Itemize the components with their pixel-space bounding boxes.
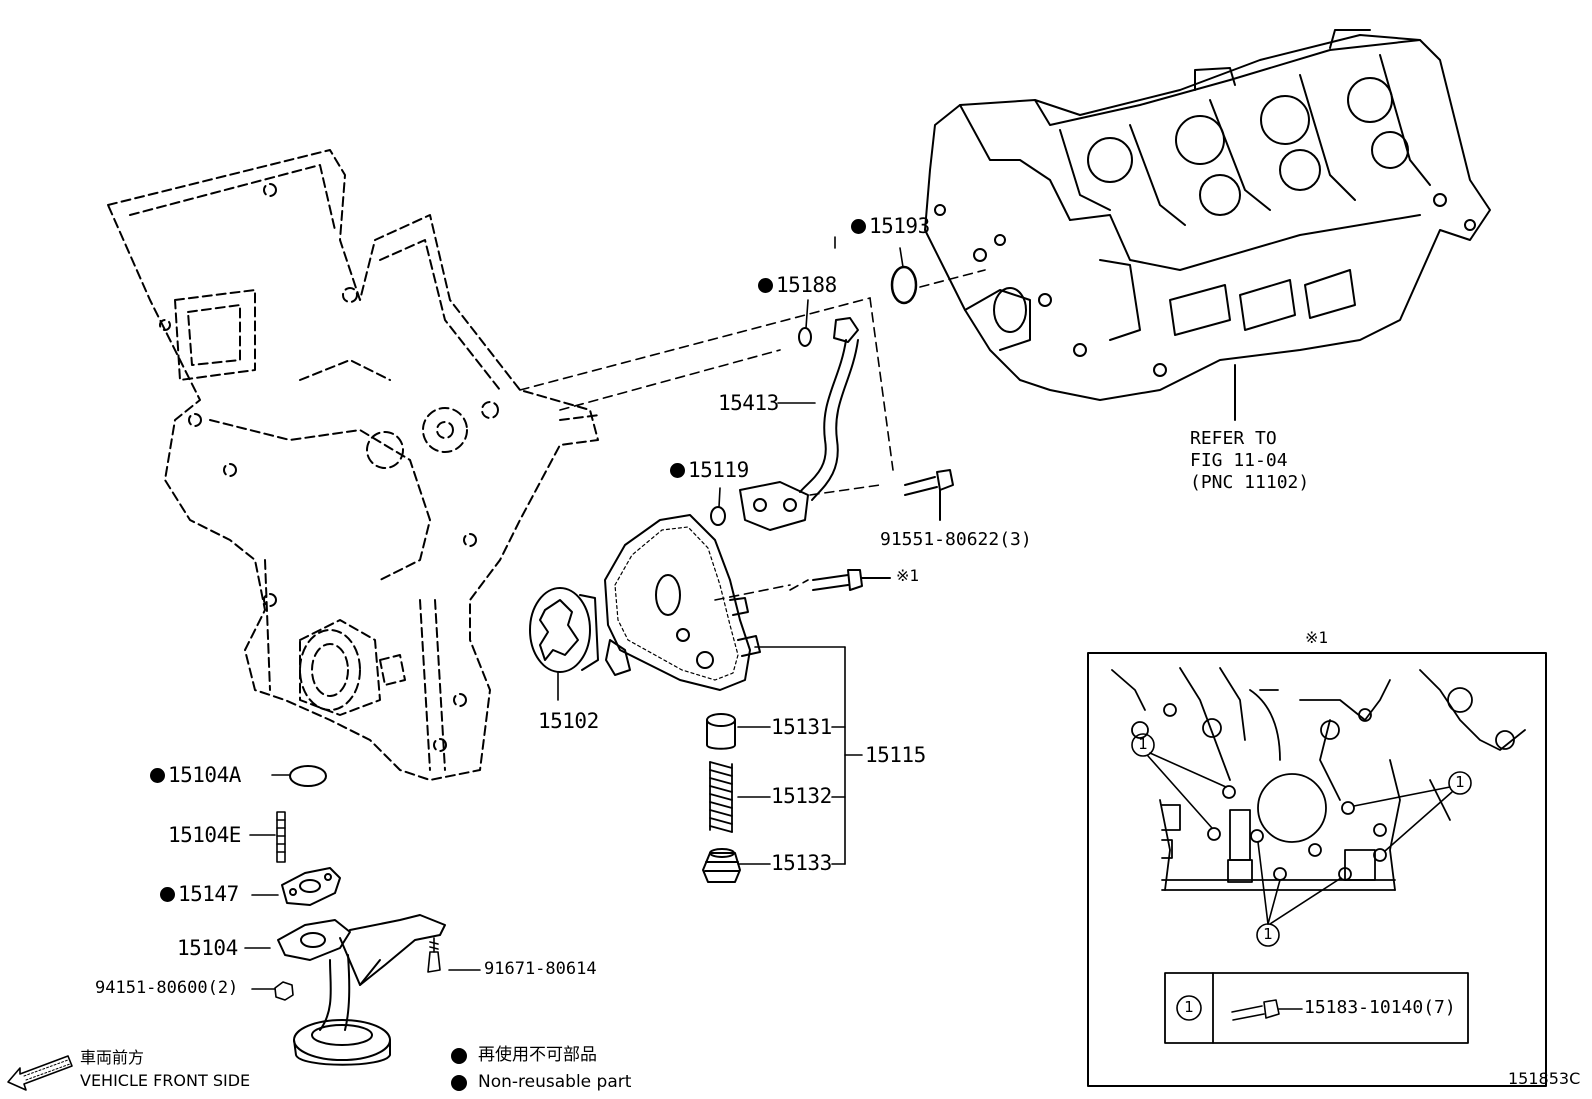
legend-dot-icon	[451, 1075, 467, 1091]
part-number: 15104A	[168, 763, 241, 787]
oil-pipe-15413-drawing	[739, 317, 859, 531]
strainer-15104-drawing	[277, 914, 446, 1066]
part-label-15119: 15119	[670, 460, 749, 481]
inset-bolt-holes	[1207, 785, 1387, 881]
cylinder-block-drawing	[924, 29, 1491, 401]
refer-line-3: (PNC 11102)	[1190, 472, 1310, 493]
figure-id: 151853C	[1508, 1069, 1581, 1088]
legend-dot-icon	[451, 1048, 467, 1064]
oring-15188-drawing	[798, 327, 812, 347]
part-label-15147: 15147	[160, 884, 239, 905]
non-reusable-dot-icon	[670, 463, 685, 478]
part-label-15102: 15102	[538, 709, 599, 733]
part-label-15193: 15193	[851, 216, 930, 237]
refer-line-2: FIG 11-04	[1190, 450, 1288, 471]
oring-15193-drawing	[890, 265, 918, 305]
non-reusable-dot-icon	[851, 219, 866, 234]
part-label-15104A: 15104A	[150, 765, 241, 786]
non-reusable-dot-icon	[160, 887, 175, 902]
part-label-15104: 15104	[177, 936, 238, 960]
label-leader-lines	[244, 236, 904, 990]
part-label-15133: 15133	[771, 851, 832, 875]
part-label-91551: 91551-80622(3)	[880, 529, 1032, 550]
oring-15119-drawing	[710, 506, 726, 526]
spring-15132-drawing	[709, 761, 733, 833]
part-label-94151: 94151-80600(2)	[95, 978, 239, 998]
bolt-15183-drawing	[1231, 999, 1303, 1021]
oil-pump-15115-drawing	[604, 514, 761, 691]
legend-table-part: 15183-10140(7)	[1304, 997, 1456, 1018]
inset-callout-number: 1	[1263, 925, 1273, 943]
part-label-15132: 15132	[771, 784, 832, 808]
inset-title: ※1	[1305, 628, 1329, 647]
bolt-91671-drawing	[427, 937, 441, 973]
vehicle-front-arrow-icon	[7, 1055, 73, 1091]
part-label-15104E: 15104E	[168, 823, 241, 847]
vehicle-front-jp: 車両前方	[80, 1048, 145, 1067]
part-number: 15119	[688, 458, 749, 482]
rotor-15102-drawing	[529, 587, 599, 673]
legend-table-number: 1	[1184, 998, 1194, 1016]
part-number: 15188	[776, 273, 837, 297]
part-label-15413: 15413	[718, 391, 779, 415]
relief-valve-parts-drawing	[702, 713, 741, 883]
part-label-91671: 91671-80614	[484, 959, 597, 979]
inset-box	[1087, 652, 1547, 1087]
oring-15104a-drawing	[289, 765, 327, 787]
timing-cover-drawing	[107, 149, 601, 781]
inset-callout-number: 1	[1455, 773, 1465, 791]
part-label-ref1: ※1	[896, 566, 920, 585]
inset-callout-circles	[1131, 733, 1472, 947]
vehicle-front-en: VEHICLE FRONT SIDE	[80, 1071, 251, 1090]
legend-non-reusable-jp: 再使用不可部品	[478, 1045, 597, 1065]
nut-94151-drawing	[274, 981, 294, 1001]
assembly-dashed-lines	[519, 269, 986, 601]
gasket-15147-drawing	[281, 867, 341, 906]
non-reusable-dot-icon	[150, 768, 165, 783]
refer-line-1: REFER TO	[1190, 428, 1277, 449]
part-label-15188: 15188	[758, 275, 837, 296]
part-label-15131: 15131	[771, 715, 832, 739]
refer-to-note: REFER TO FIG 11-04 (PNC 11102)	[1190, 428, 1309, 494]
legend-non-reusable-en: Non-reusable part	[478, 1072, 632, 1092]
stud-15104e-drawing	[276, 811, 286, 863]
inset-engine-drawing	[1111, 667, 1526, 891]
part-number: 15193	[869, 214, 930, 238]
part-number: 15147	[178, 882, 239, 906]
non-reusable-dot-icon	[758, 278, 773, 293]
bolt-91551-drawing	[904, 469, 954, 521]
inset-callout-number: 1	[1138, 735, 1148, 753]
bolt-ref1-drawing	[812, 569, 891, 591]
part-label-15115: 15115	[865, 743, 926, 767]
